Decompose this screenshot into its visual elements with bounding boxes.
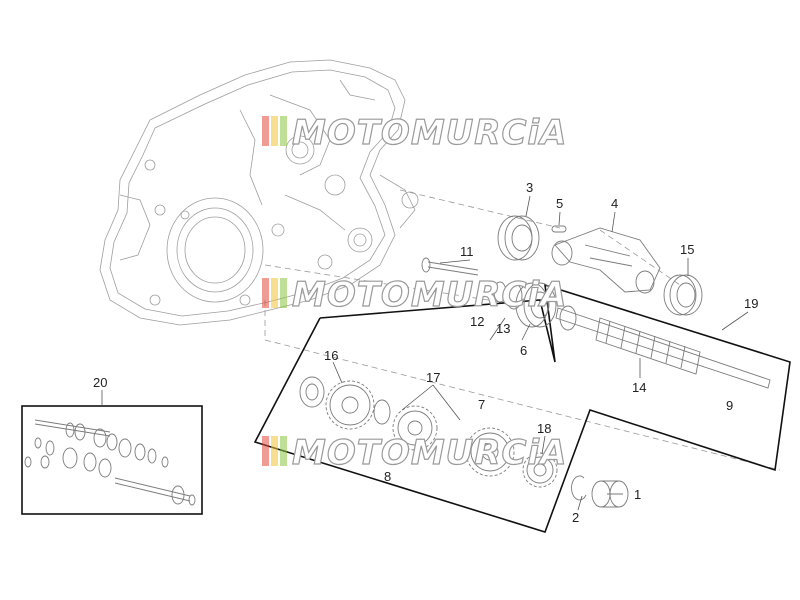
shaft-part-14 [555, 305, 771, 389]
label-part-6: 6 [520, 343, 527, 358]
crankcase-drawing [99, 59, 419, 326]
label-part-18: 18 [537, 421, 551, 436]
svg-text:MOTOMURCiA: MOTOMURCiA [292, 275, 567, 315]
svg-text:MOTOMURCiA: MOTOMURCiA [292, 433, 567, 473]
leader-lines [101, 195, 749, 511]
selector-part-4 [551, 227, 661, 294]
label-part-20: 20 [93, 375, 107, 390]
circlip-part-17 [373, 399, 391, 425]
label-part-1: 1 [634, 487, 641, 502]
svg-text:MOTOMURCiA: MOTOMURCiA [292, 113, 567, 153]
parts-group-outline [253, 283, 791, 533]
part-number-labels: 3 5 4 15 11 19 12 13 6 16 17 14 9 7 18 8… [93, 180, 758, 525]
label-part-9: 9 [726, 398, 733, 413]
label-part-15: 15 [680, 242, 694, 257]
label-part-12: 12 [470, 314, 484, 329]
circlip-part-2 [571, 475, 587, 501]
label-part-14: 14 [632, 380, 646, 395]
inset-frame [21, 405, 203, 515]
watermark-logo-1: MOTOMURCiA [262, 112, 567, 154]
label-part-16: 16 [324, 348, 338, 363]
gearbox-kit-inset [21, 405, 203, 515]
label-part-17: 17 [426, 370, 440, 385]
bearing-part-15 [663, 274, 703, 316]
bearing-part-3 [497, 215, 540, 261]
bushing-part-16 [299, 376, 325, 408]
label-part-2: 2 [572, 510, 579, 525]
label-part-4: 4 [611, 196, 618, 211]
gear-part-16 [325, 380, 375, 430]
label-part-3: 3 [526, 180, 533, 195]
screw-part-11 [421, 257, 479, 276]
label-part-8: 8 [384, 469, 391, 484]
alignment-lines [264, 189, 781, 471]
label-part-11: 11 [460, 244, 474, 259]
bearing-part-6 [515, 282, 557, 328]
label-part-19: 19 [744, 296, 758, 311]
label-part-7: 7 [478, 397, 485, 412]
watermark-logo-2: MOTOMURCiA [262, 274, 567, 316]
gear-part-18 [522, 452, 558, 488]
gear-part-17 [392, 405, 438, 451]
watermark-logo-3: MOTOMURCiA [262, 432, 567, 474]
label-part-13: 13 [496, 321, 510, 336]
label-part-5: 5 [556, 196, 563, 211]
ring-part-13 [505, 282, 523, 310]
gear-part-7 [465, 427, 515, 477]
pin-part-5 [551, 225, 567, 233]
